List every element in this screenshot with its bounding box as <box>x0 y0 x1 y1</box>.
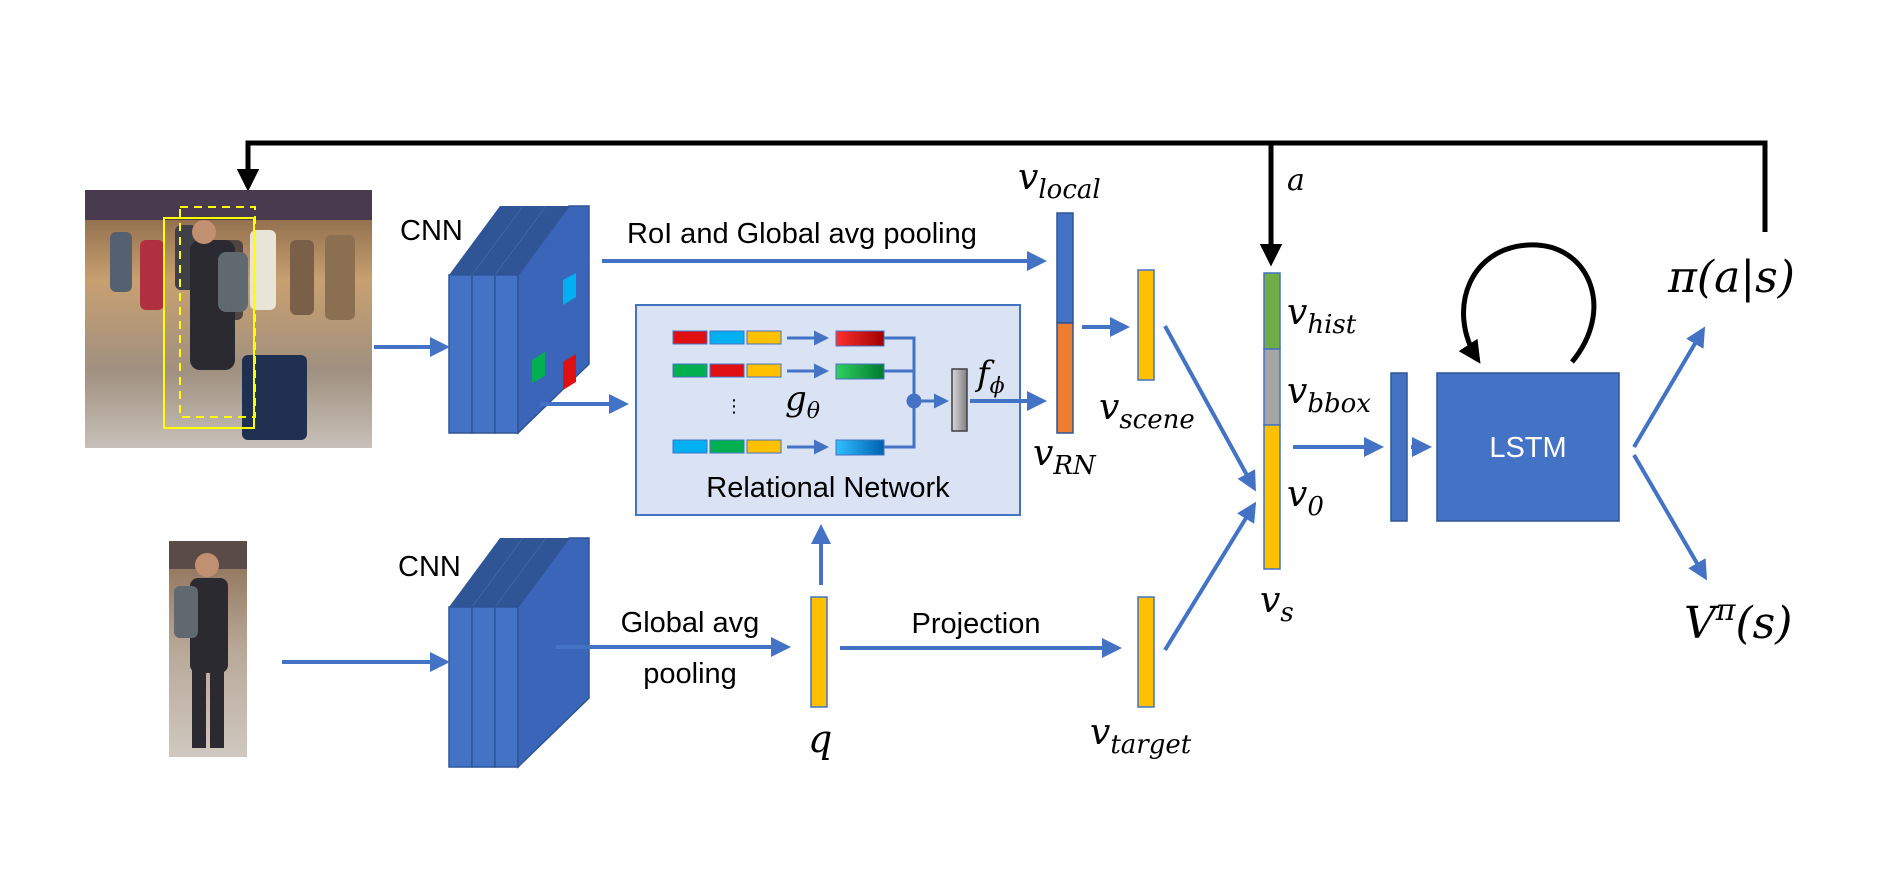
v-rn-label: vRN <box>1033 433 1097 481</box>
action-feedback-loop <box>236 140 1768 267</box>
cnn-bottom-label: CNN <box>398 551 461 583</box>
arrow-to-policy <box>1632 326 1706 449</box>
q-label: q <box>808 717 832 761</box>
query-image <box>169 541 247 757</box>
v-s-label: vs <box>1260 580 1294 628</box>
v-bbox-label: vbbox <box>1287 371 1371 419</box>
v-0-vector <box>1263 424 1281 570</box>
scene-image <box>85 190 372 448</box>
v-bbox-vector <box>1263 348 1281 426</box>
projection-label: Projection <box>912 608 1041 640</box>
q-vector <box>810 596 828 708</box>
rn-pair-row-3 <box>672 439 885 456</box>
roi-pooling-label: RoI and Global avg pooling <box>627 218 977 250</box>
v-hist-label: vhist <box>1287 292 1357 340</box>
policy-label: π(a|s) <box>1667 252 1795 303</box>
rn-ellipsis: ⋮ <box>725 396 743 416</box>
cnn-top-label: CNN <box>400 215 463 247</box>
lstm-box <box>1436 372 1620 522</box>
cnn-top-block <box>448 205 590 435</box>
arrow-vscene-to-vs <box>1163 325 1256 492</box>
lstm-recurrent-loop <box>1458 242 1597 364</box>
v-target-label: vtarget <box>1090 712 1192 760</box>
v-scene-label: vscene <box>1099 387 1195 435</box>
embedding-vector <box>1390 372 1408 522</box>
pooling-label: pooling <box>643 658 737 690</box>
arrow-vtarget-to-vs <box>1163 501 1257 652</box>
f-phi-block <box>951 368 968 432</box>
v-rn-vector <box>1056 322 1074 434</box>
rn-pair-row-2 <box>672 363 885 380</box>
v-target-vector <box>1137 596 1155 708</box>
arrow-to-value <box>1632 453 1708 581</box>
action-a-label: a <box>1287 163 1305 198</box>
lstm-label: LSTM <box>1489 432 1566 464</box>
v-scene-vector <box>1137 269 1155 381</box>
global-avg-label: Global avg <box>621 607 760 639</box>
v-0-label: v0 <box>1287 474 1324 522</box>
rn-aggregation <box>884 336 949 449</box>
v-local-vector <box>1056 212 1074 324</box>
v-local-label: vlocal <box>1018 157 1101 205</box>
value-label: Vπ(s) <box>1684 593 1792 649</box>
relational-network-label: Relational Network <box>706 472 950 504</box>
g-theta-label: gθ <box>785 379 820 424</box>
cnn-bottom-block <box>448 537 590 769</box>
rn-pair-row-1 <box>672 330 885 347</box>
v-hist-vector <box>1263 272 1281 350</box>
